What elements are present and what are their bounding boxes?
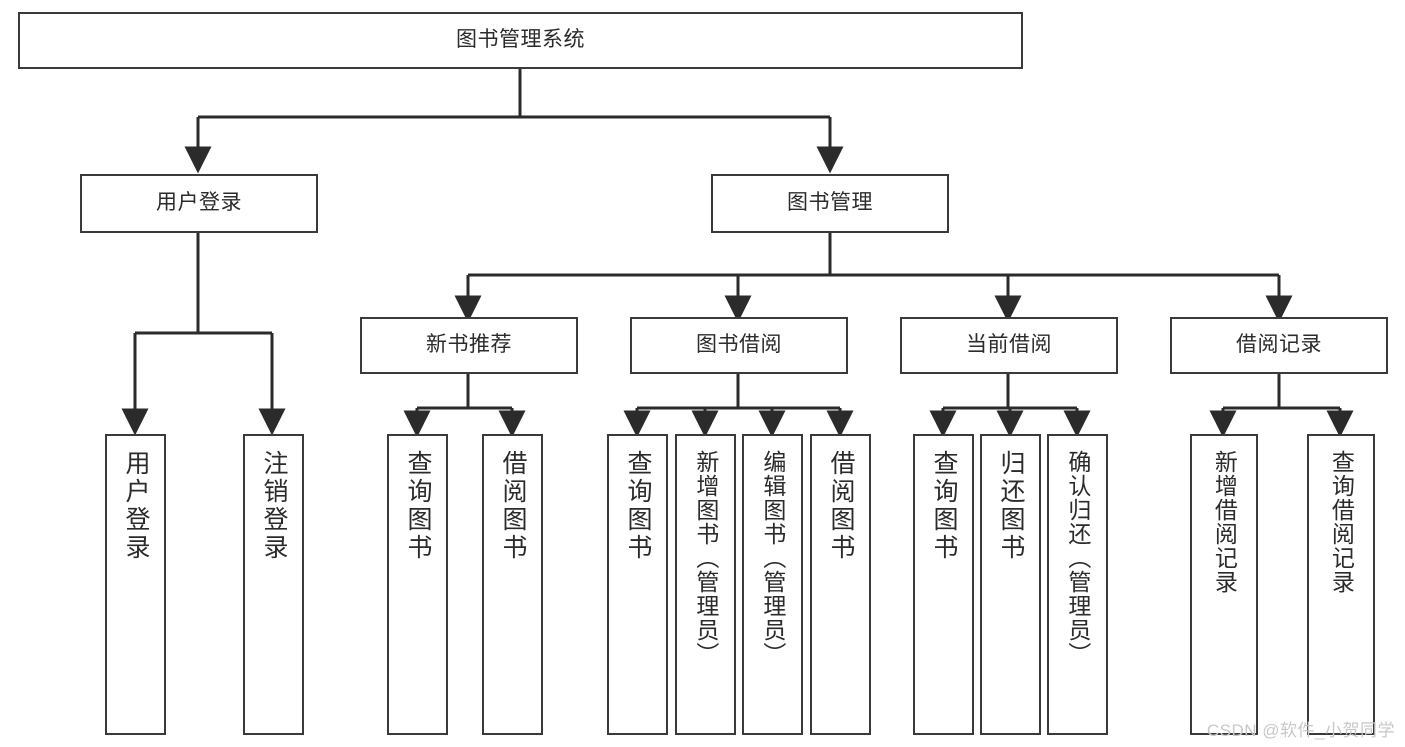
node-leaf-add-record-label: 新增借阅记录 [1211,450,1238,594]
node-leaf-query-book-3-label: 查询图书 [930,450,958,562]
node-leaf-borrow-book-2[interactable]: 借阅图书 [810,434,871,735]
node-leaf-add-record[interactable]: 新增借阅记录 [1190,434,1258,735]
node-leaf-logout[interactable]: 注销登录 [243,434,304,735]
node-book-borrow-label: 图书借阅 [696,333,782,357]
node-leaf-user-login[interactable]: 用户登录 [105,434,166,735]
node-leaf-query-book-3[interactable]: 查询图书 [913,434,974,735]
node-leaf-return-book-label: 归还图书 [997,450,1025,562]
node-leaf-confirm-return-label: 确认归还（管理员） [1064,450,1091,666]
node-new-book-rec[interactable]: 新书推荐 [360,317,578,374]
node-borrow-record-label: 借阅记录 [1236,333,1322,357]
node-leaf-query-book-2[interactable]: 查询图书 [607,434,668,735]
node-root-label: 图书管理系统 [456,28,585,52]
node-book-borrow[interactable]: 图书借阅 [630,317,848,374]
node-current-borrow-label: 当前借阅 [966,333,1052,357]
node-leaf-query-book-1-label: 查询图书 [404,450,432,562]
node-user-login-label: 用户登录 [156,191,242,215]
node-book-manage[interactable]: 图书管理 [711,174,949,233]
node-user-login[interactable]: 用户登录 [80,174,318,233]
node-leaf-query-book-2-label: 查询图书 [624,450,652,562]
node-book-manage-label: 图书管理 [787,191,873,215]
node-leaf-confirm-return[interactable]: 确认归还（管理员） [1047,434,1108,735]
node-leaf-borrow-book-1[interactable]: 借阅图书 [482,434,543,735]
node-leaf-query-record[interactable]: 查询借阅记录 [1307,434,1375,735]
node-root[interactable]: 图书管理系统 [18,12,1023,69]
watermark: CSDN @软件_小贺同学 [1206,721,1395,740]
node-leaf-user-login-label: 用户登录 [122,450,150,562]
node-leaf-add-book-label: 新增图书（管理员） [692,450,719,666]
node-borrow-record[interactable]: 借阅记录 [1170,317,1388,374]
node-leaf-query-book-1[interactable]: 查询图书 [387,434,448,735]
node-leaf-add-book[interactable]: 新增图书（管理员） [675,434,736,735]
node-leaf-edit-book[interactable]: 编辑图书（管理员） [742,434,803,735]
node-leaf-borrow-book-2-label: 借阅图书 [827,450,855,562]
node-leaf-edit-book-label: 编辑图书（管理员） [759,450,786,666]
node-new-book-rec-label: 新书推荐 [426,333,512,357]
node-current-borrow[interactable]: 当前借阅 [900,317,1118,374]
node-leaf-query-record-label: 查询借阅记录 [1328,450,1355,594]
node-leaf-borrow-book-1-label: 借阅图书 [499,450,527,562]
node-leaf-return-book[interactable]: 归还图书 [980,434,1041,735]
node-leaf-logout-label: 注销登录 [260,450,288,562]
